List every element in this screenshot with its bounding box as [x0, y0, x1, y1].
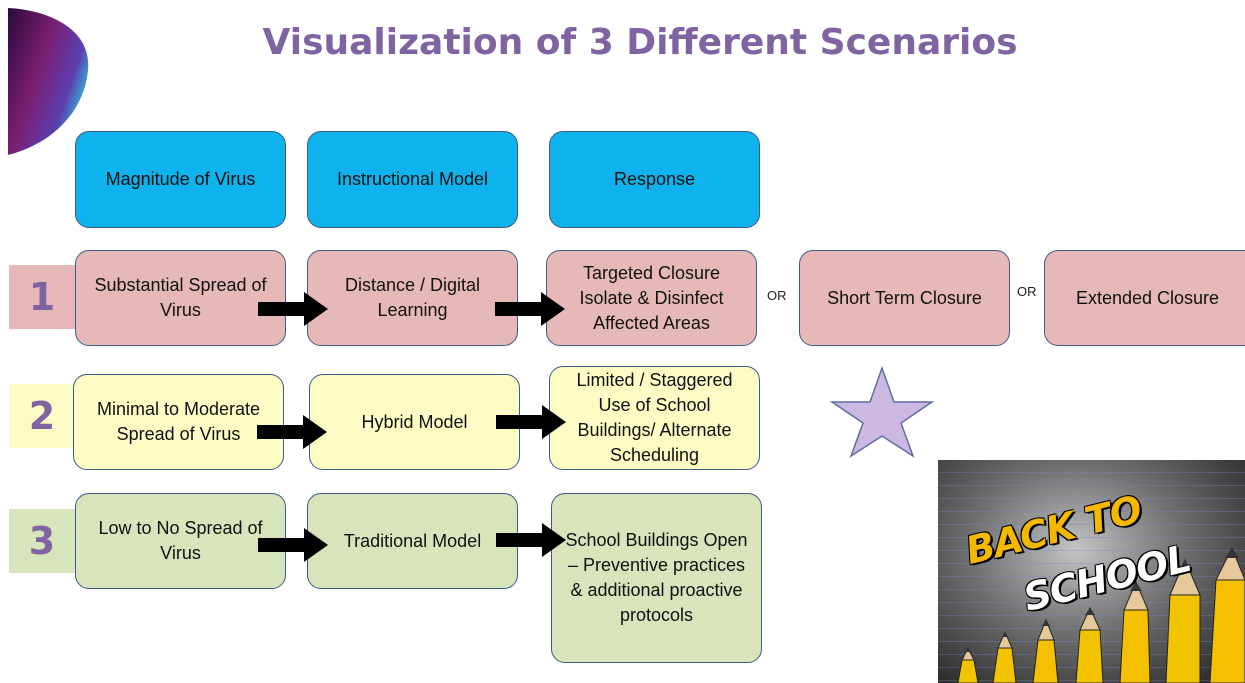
back-to-school-image: BACK TO SCHOOL — [938, 460, 1245, 683]
row3-response: School Buildings Open – Preventive pract… — [551, 493, 762, 663]
arrow-row2-b — [496, 405, 566, 439]
or-label-2: OR — [1017, 284, 1037, 299]
arrow-row1-b — [495, 292, 565, 326]
row2-response: Limited / Staggered Use of School Buildi… — [549, 366, 760, 470]
or-label-1: OR — [767, 288, 787, 303]
row1-magnitude: Substantial Spread of Virus — [75, 250, 286, 346]
row2-magnitude: Minimal to Moderate Spread of Virus — [73, 374, 284, 470]
row3-magnitude: Low to No Spread of Virus — [75, 493, 286, 589]
scenario-number-3: 3 — [9, 509, 75, 573]
page-title: Visualization of 3 Different Scenarios — [262, 22, 1018, 63]
header-magnitude-of-virus: Magnitude of Virus — [75, 131, 286, 228]
row1-short-term-closure: Short Term Closure — [799, 250, 1010, 346]
arrow-row1-a — [258, 292, 328, 326]
arrow-row2-a — [257, 415, 327, 449]
row2-model: Hybrid Model — [309, 374, 520, 470]
arrow-row3-b — [496, 523, 566, 557]
row1-response: Targeted Closure Isolate & Disinfect Aff… — [546, 250, 757, 346]
header-instructional-model: Instructional Model — [307, 131, 518, 228]
row3-model: Traditional Model — [307, 493, 518, 589]
scenario-number-2: 2 — [9, 384, 75, 448]
corner-decoration — [8, 8, 89, 155]
row1-model: Distance / Digital Learning — [307, 250, 518, 346]
header-response: Response — [549, 131, 760, 228]
arrow-row3-a — [258, 528, 328, 562]
scenario-number-1: 1 — [9, 265, 75, 329]
star-icon — [829, 366, 935, 458]
row1-extended-closure: Extended Closure — [1044, 250, 1245, 346]
